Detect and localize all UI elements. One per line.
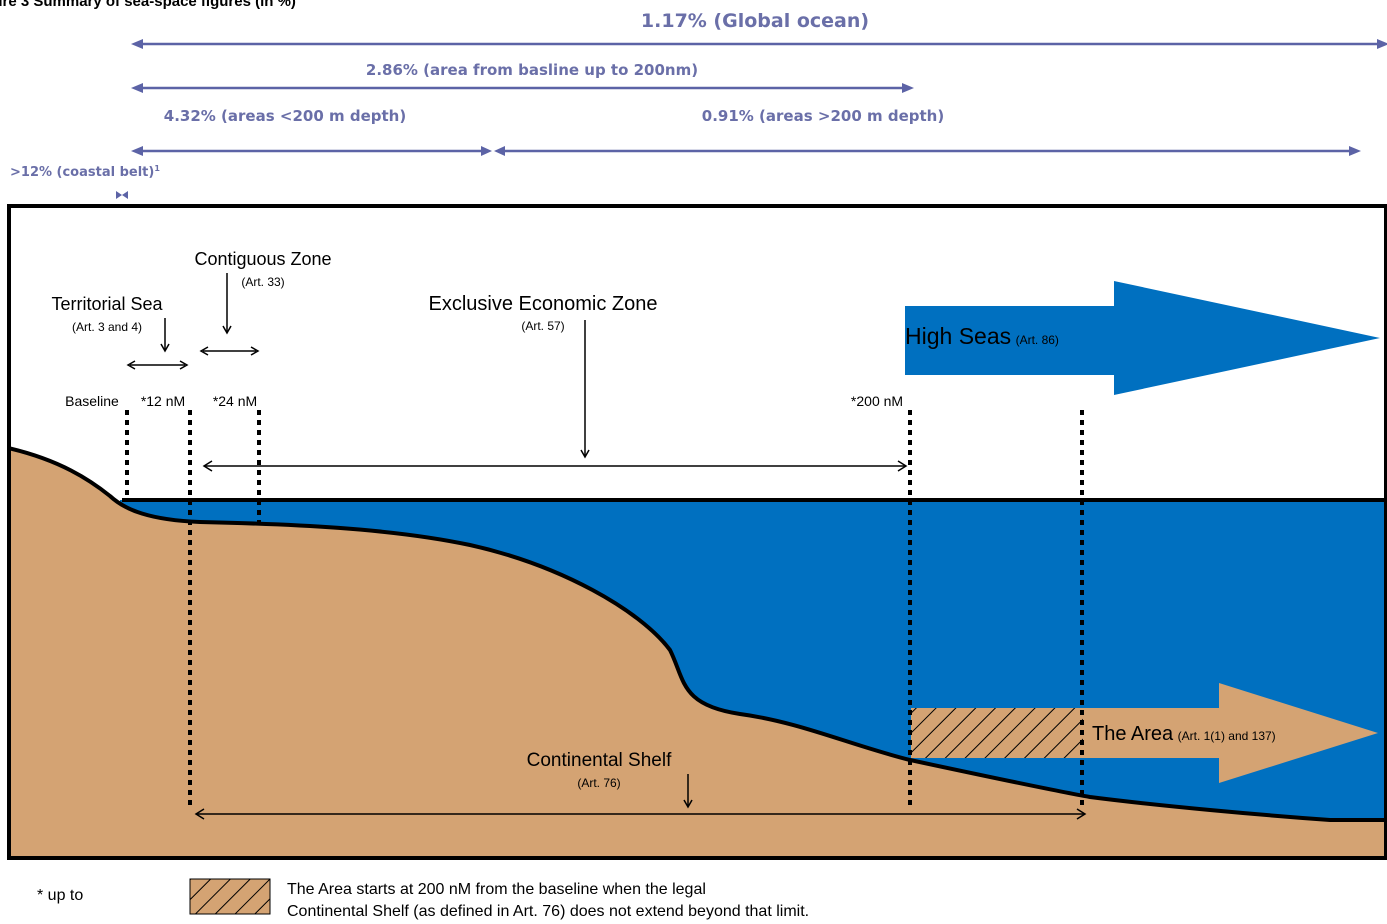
high-seas-label: High Seas (Art. 86) (905, 323, 1059, 349)
the-area-arrow (1083, 683, 1378, 783)
coastal-belt-text: >12% (coastal belt) (10, 165, 154, 180)
high-seas-title: High Seas (905, 323, 1011, 349)
arrowhead-right-icon (1076, 808, 1087, 820)
arrowhead-right-icon (897, 460, 908, 472)
legend-line-1: The Area starts at 200 nM from the basel… (287, 881, 706, 898)
arrowhead-right-icon (250, 346, 260, 356)
shelf-article: (Art. 76) (577, 776, 620, 790)
shallow-areas-label: 4.32% (areas <200 m depth) (164, 107, 406, 125)
arrowhead-left-icon (131, 146, 143, 156)
upto-note: * up to (37, 887, 83, 904)
diagram-frame (11, 281, 1385, 857)
24nm-label: *24 nM (213, 393, 257, 409)
eez-title: Exclusive Economic Zone (429, 293, 658, 315)
eez-article: (Art. 57) (521, 319, 564, 333)
arrowhead-right-icon (1349, 146, 1361, 156)
arrowhead-right-icon (481, 146, 492, 156)
seabed-land (11, 446, 1385, 857)
coastal-belt-marker-icon (122, 191, 128, 199)
baseline-label: Baseline (65, 393, 119, 409)
arrowhead-left-icon (194, 808, 205, 820)
the-area-hatched-box (911, 708, 1083, 758)
arrowhead-left-icon (199, 346, 209, 356)
contiguous-zone-title: Contiguous Zone (194, 249, 331, 269)
arrowhead-right-icon (179, 360, 189, 370)
arrowhead-right-icon (1377, 39, 1387, 49)
coastal-belt-marker-icon (116, 191, 122, 199)
contiguous-pointer-head (222, 325, 232, 335)
legend-hatch-swatch (189, 878, 271, 915)
to-200nm-label: 2.86% (area from basline up to 200nm) (366, 61, 698, 79)
coastal-belt-footnote-mark: 1 (154, 164, 160, 173)
high-seas-arrow (905, 281, 1380, 395)
shelf-title: Continental Shelf (527, 750, 672, 771)
global-ocean-label: 1.17% (Global ocean) (641, 10, 869, 32)
legend-line-2: Continental Shelf (as defined in Art. 76… (287, 903, 809, 920)
arrowhead-left-icon (202, 460, 213, 472)
arrowhead-left-icon (126, 360, 136, 370)
territorial-pointer-head (160, 343, 170, 353)
percentage-bars: 1.17% (Global ocean) 2.86% (area from ba… (10, 10, 1387, 199)
12nm-label: *12 nM (141, 393, 185, 409)
arrowhead-left-icon (131, 39, 143, 49)
zone-boundaries (125, 410, 1084, 808)
the-area-title: The Area (1092, 723, 1174, 745)
coastal-belt-label: >12% (coastal belt)1 (10, 164, 160, 180)
territorial-sea-article: (Art. 3 and 4) (72, 320, 142, 334)
high-seas-article: (Art. 86) (1016, 333, 1059, 347)
arrowhead-left-icon (131, 83, 143, 93)
eez-pointer-head (580, 449, 590, 459)
territorial-sea-title: Territorial Sea (51, 294, 163, 314)
footnote: * up to The Area starts at 200 nM from t… (37, 878, 809, 920)
contiguous-zone-article: (Art. 33) (241, 275, 284, 289)
200nm-label: *200 nM (851, 393, 903, 409)
figure-title: igure 3 Summary of sea-space figures (in… (0, 0, 296, 10)
arrowhead-right-icon (902, 83, 914, 93)
deep-areas-label: 0.91% (areas >200 m depth) (702, 107, 944, 125)
diagram-border (7, 204, 1387, 860)
the-area-label: The Area (Art. 1(1) and 137) (1092, 723, 1276, 745)
the-area-article: (Art. 1(1) and 137) (1178, 729, 1276, 743)
shelf-pointer-head (683, 799, 693, 809)
zone-labels: Contiguous Zone (Art. 33) Territorial Se… (51, 249, 1276, 820)
arrowhead-left-icon (494, 146, 505, 156)
